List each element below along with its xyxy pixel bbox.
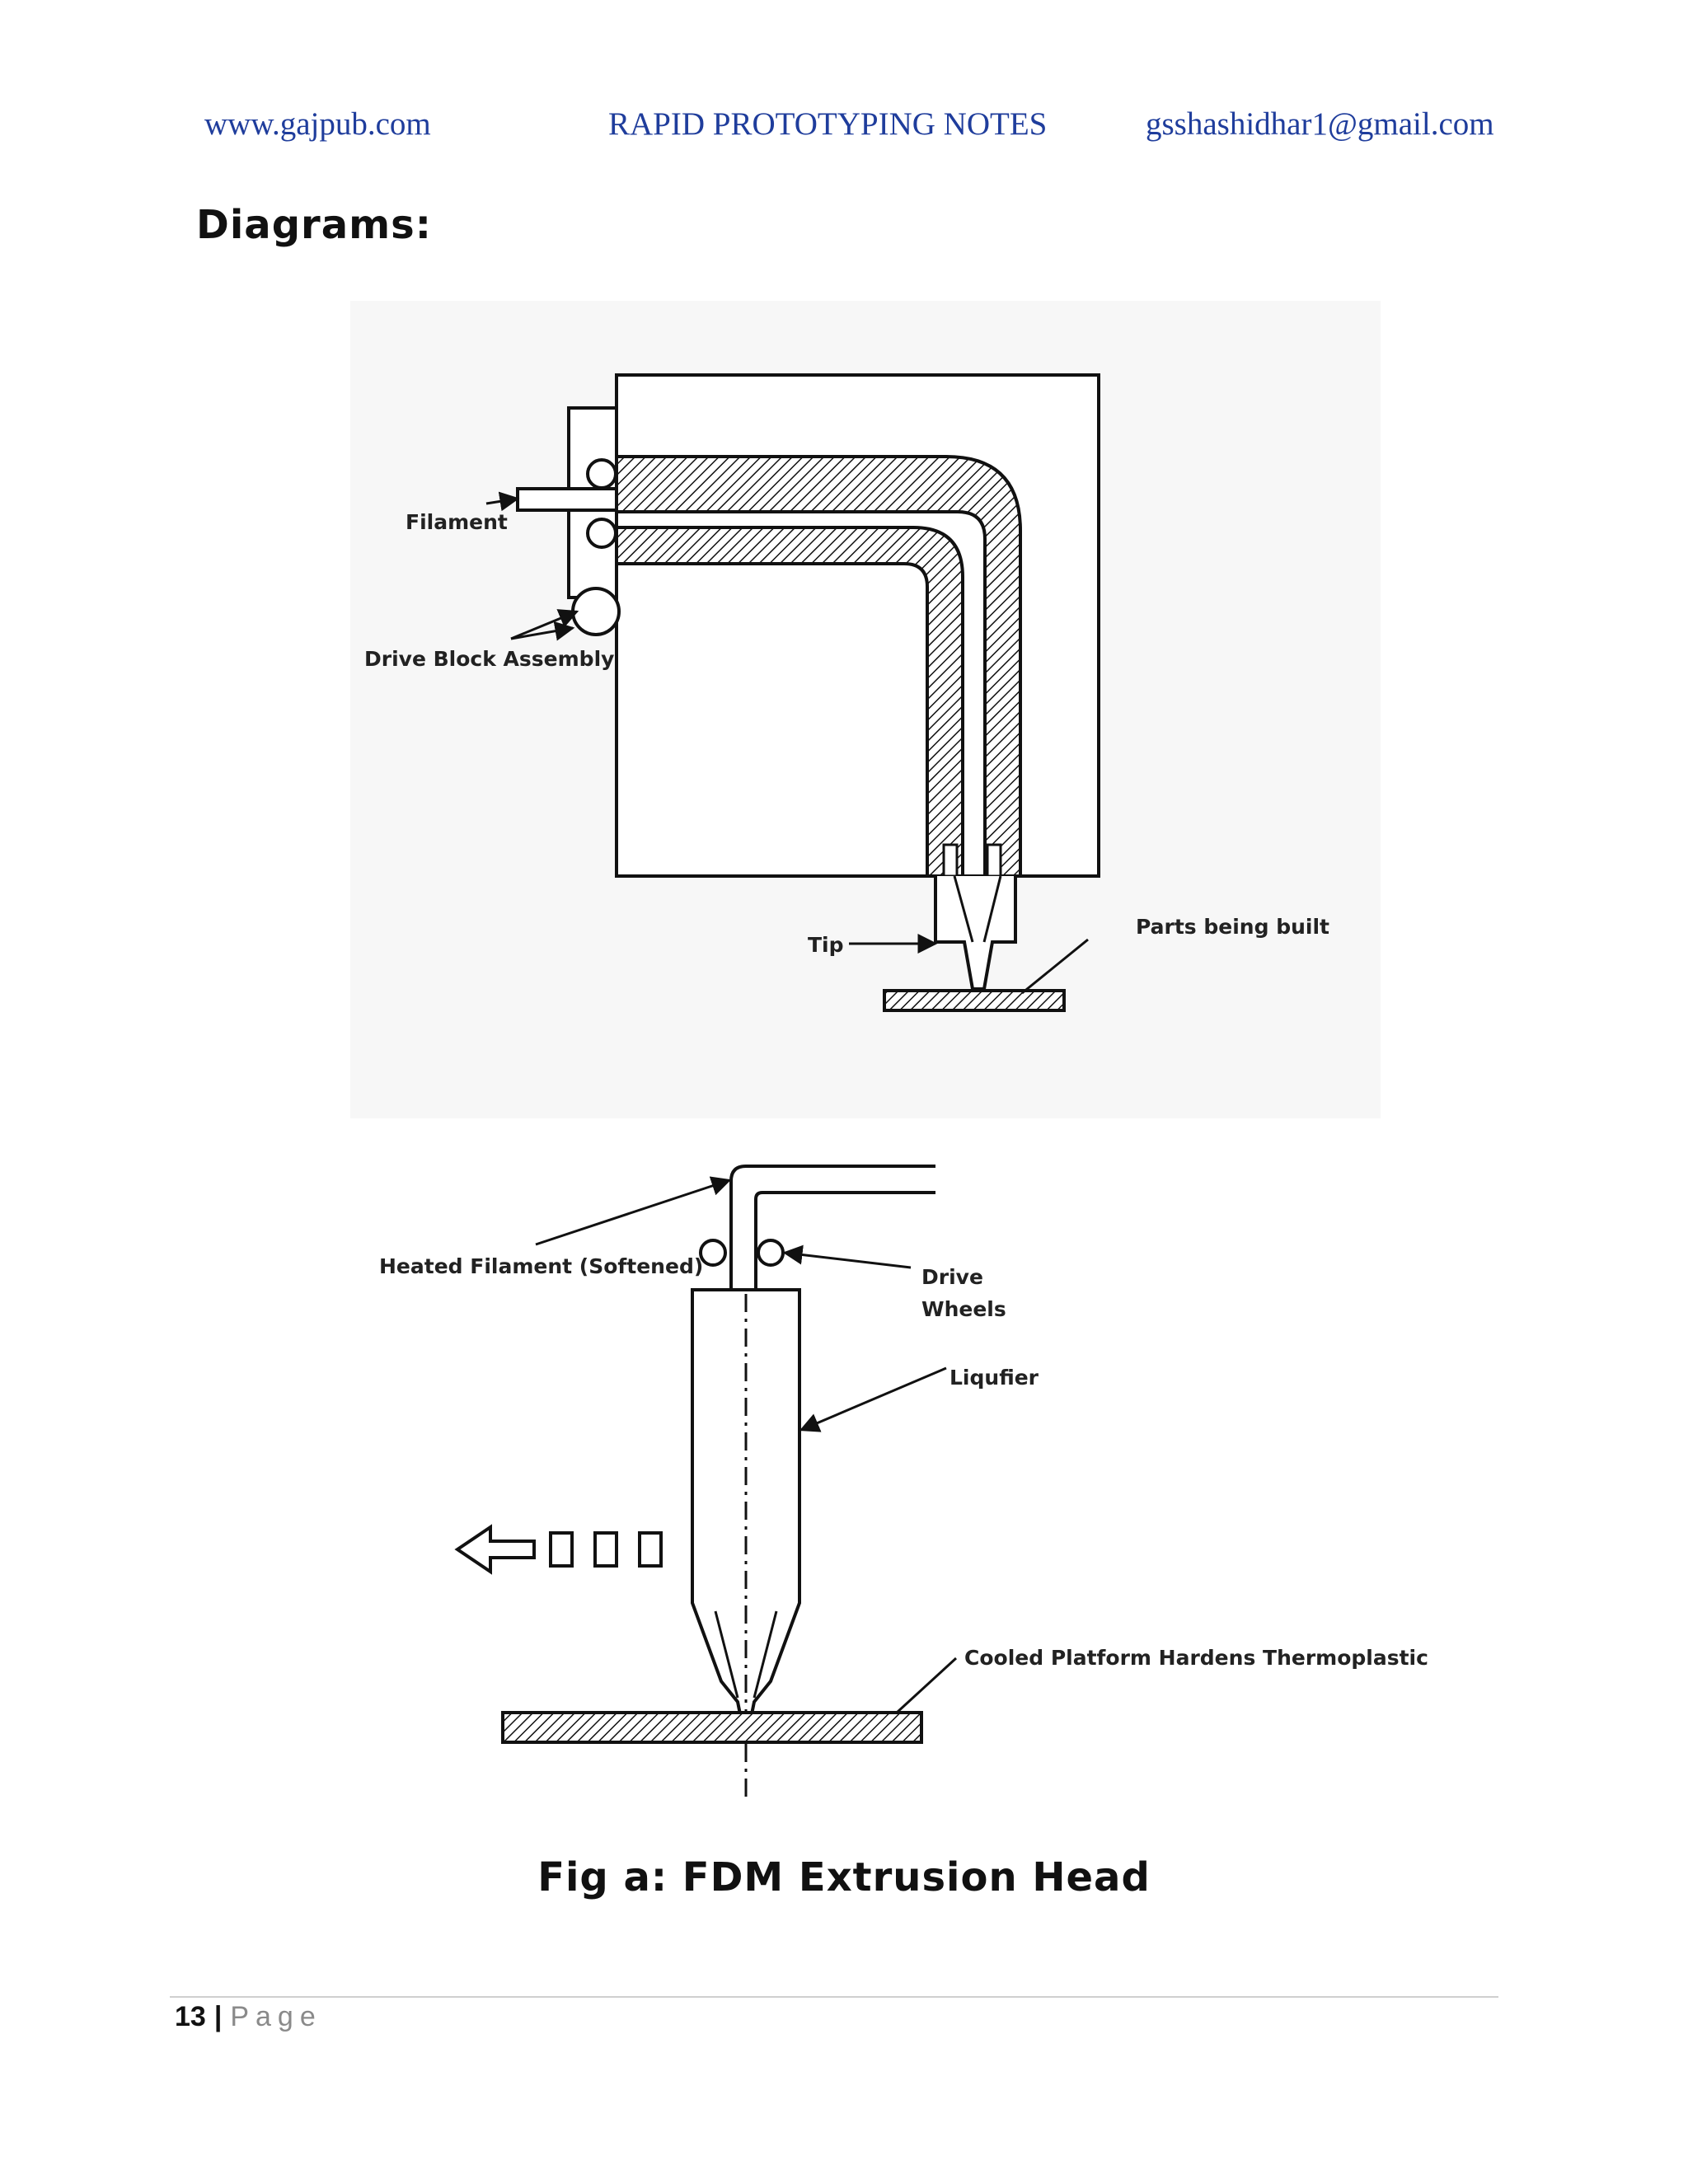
housing-box [615,373,1100,878]
nozzle-taper-lines [714,1610,778,1699]
page-word: Page [230,2001,322,2032]
page-separator: | [213,2001,223,2032]
heater-jacket-inner [615,526,964,878]
label-liquifier: Liqufier [950,1366,1039,1390]
header-email: gsshashidhar1@gmail.com [1146,106,1494,142]
label-heated-filament: Heated Filament (Softened) [379,1254,703,1278]
drive-wheels-leader [782,1244,912,1269]
drive-block-leader-1 [510,609,579,640]
drive-block-leader-2 [510,621,575,641]
parts-being-built-plate [883,989,1066,1012]
label-drive-block-assembly: Drive Block Assembly [364,647,614,671]
page-footer: 13|Page [175,2001,322,2033]
liquifier-leader [799,1366,947,1432]
drive-roller-large [571,587,621,636]
deposited-bead-3 [638,1531,663,1568]
header-title: RAPID PROTOTYPING NOTES [608,106,1048,142]
direction-arrow-icon [454,1524,536,1575]
label-cooled-platform: Cooled Platform Hardens Thermoplastic [964,1646,1428,1670]
filament-outer-line [729,1165,935,1290]
filament-inner-line [754,1191,935,1290]
parts-leader [1021,938,1089,995]
label-tip: Tip [808,933,844,957]
nozzle-insert-right [986,843,1002,878]
page-number: 13 [175,2001,206,2032]
header-website: www.gajpub.com [204,106,431,142]
label-parts-being-built: Parts being built [1136,915,1329,939]
figure-caption: Fig a: FDM Extrusion Head [537,1854,1151,1900]
drive-roller-bottom [586,518,617,549]
drive-wheel-left [699,1239,727,1267]
label-filament: Filament [406,510,508,534]
section-heading: Diagrams: [196,202,432,248]
drive-wheel-right [757,1239,785,1267]
filament-leader [485,491,520,512]
figure-2-liquefier: Heated Filament (Softened) Drive Wheels … [379,1165,1428,1801]
deposited-bead-1 [549,1531,574,1568]
heated-filament-leader [535,1176,732,1246]
drive-roller-top [586,458,617,490]
tip-bore [953,875,1002,943]
heater-jacket-outer [615,455,1022,878]
platform-leader [895,1657,958,1714]
label-drive: Drive [921,1265,983,1289]
filament-rod [516,487,618,512]
figure-1-extrusion-head: Filament Drive Block Assembly Tip Parts … [350,301,1381,1118]
label-wheels: Wheels [921,1297,1006,1321]
deposited-bead-2 [593,1531,618,1568]
footer-divider [170,1996,1498,1998]
cooled-platform [501,1711,923,1744]
nozzle-insert-left [942,843,959,878]
